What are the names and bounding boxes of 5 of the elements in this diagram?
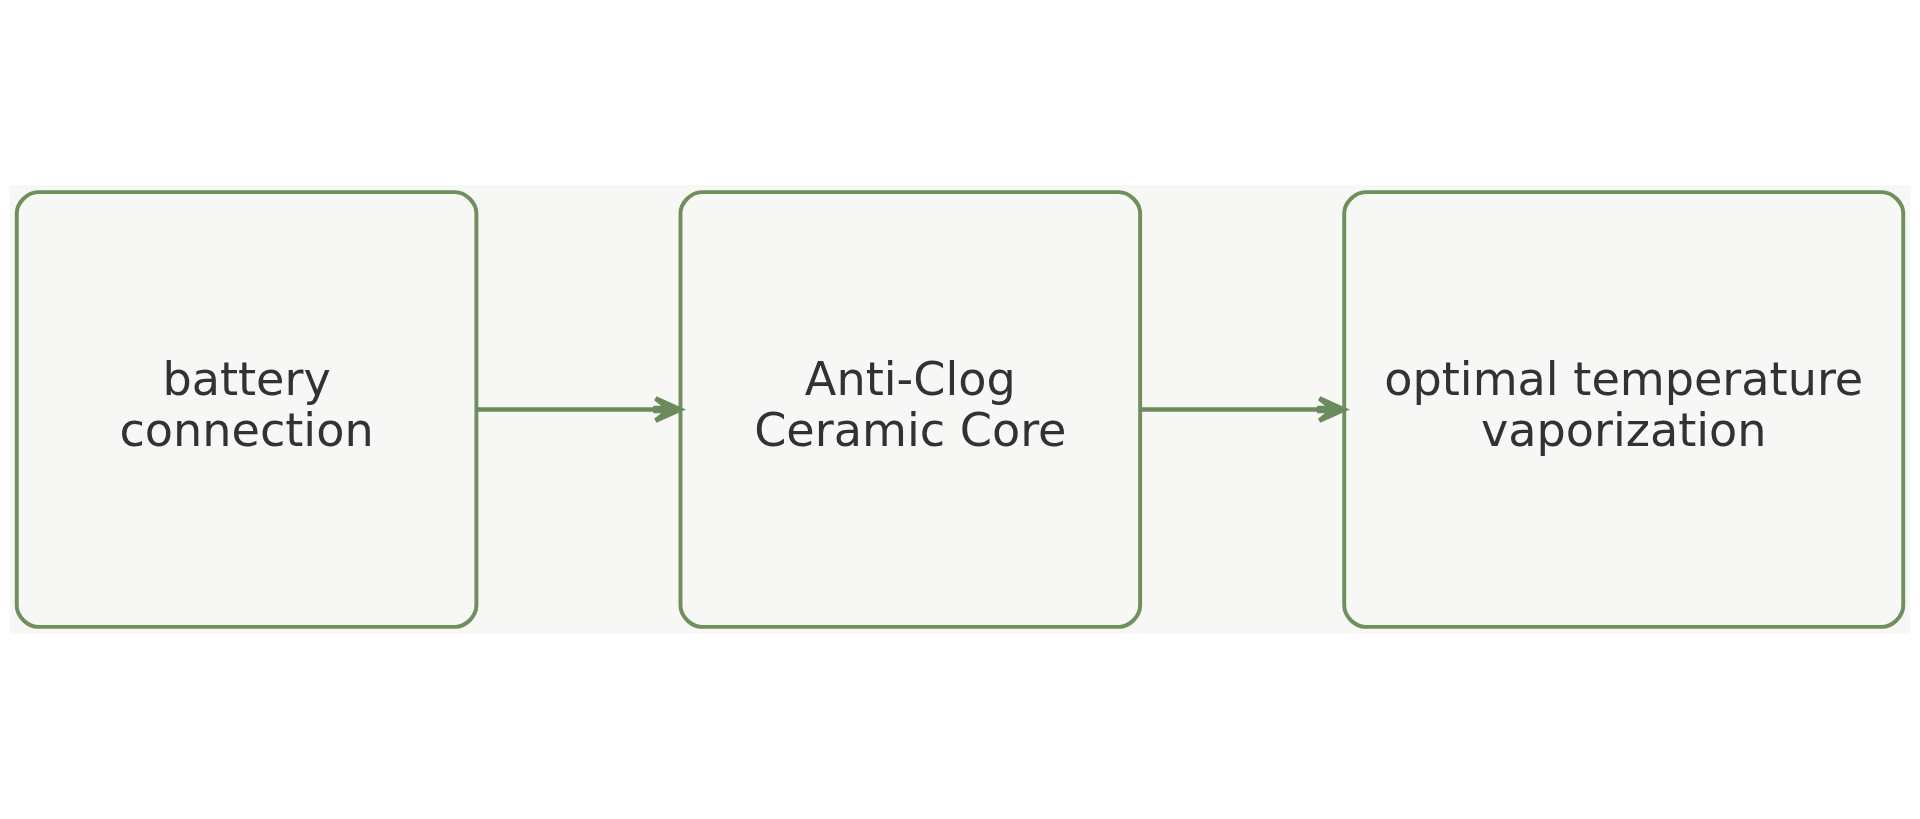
arrow xyxy=(1140,396,1347,423)
node-box: Anti-Clog Ceramic Core xyxy=(678,190,1143,629)
arrow xyxy=(476,396,683,423)
node-box: battery connection xyxy=(14,190,479,629)
node-box: optimal temperature vaporization xyxy=(1342,190,1906,629)
